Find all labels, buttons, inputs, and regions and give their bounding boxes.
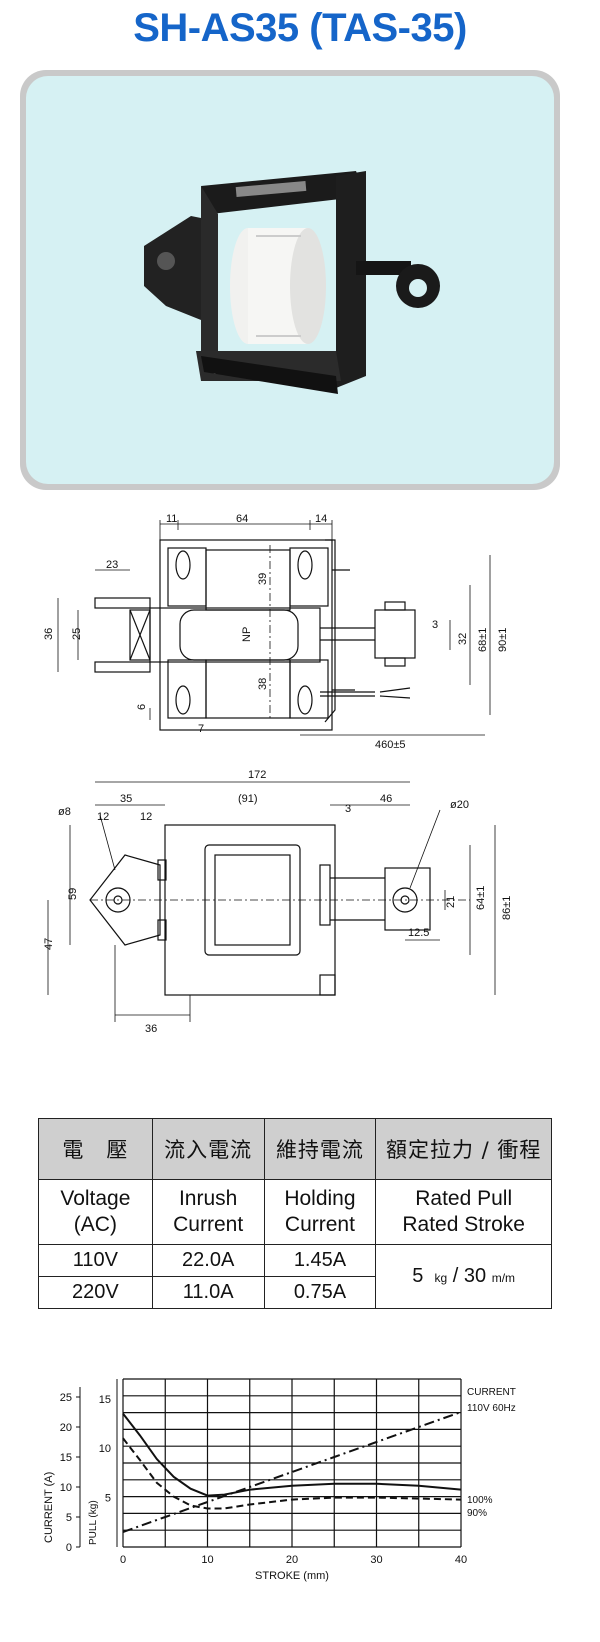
current-tick-label: 20: [60, 1422, 72, 1434]
dim-46: 46: [380, 793, 392, 805]
top-view-drawing: 11 64 14 23 36 25 39 38 NP 3 32 68±1 90±…: [43, 513, 509, 750]
dim-59: 59: [67, 888, 79, 900]
pull-axis-label: PULL (kg): [88, 1500, 99, 1545]
dim-35: 35: [120, 793, 132, 805]
dim-phi8: ø8: [58, 806, 71, 818]
dim-64-side: 64±1: [475, 886, 487, 910]
dim-38: 38: [257, 678, 269, 690]
dim-68: 68±1: [477, 628, 489, 652]
table-row: 110V 22.0A 1.45A 5 kg / 30 m/m: [38, 1244, 552, 1309]
dim-25: 25: [71, 628, 83, 640]
cell-holding: 0.75A: [263, 1276, 377, 1309]
dim-39: 39: [257, 573, 269, 585]
cell-voltage: 220V: [38, 1276, 153, 1309]
dim-47: 47: [43, 938, 55, 950]
dim-12-5: 12.5: [408, 927, 429, 939]
legend-label: 110V 60Hz: [467, 1403, 516, 1414]
solenoid-photo-image: [144, 171, 440, 394]
spec-table: 電 壓 流入電流 維持電流 額定拉力 / 衝程 Voltage(AC) Inru…: [38, 1118, 552, 1309]
dim-12-right: 12: [140, 811, 152, 823]
dim-460: 460±5: [375, 739, 406, 750]
x-tick-label: 10: [201, 1554, 213, 1566]
dim-32: 32: [457, 633, 469, 645]
dim-91: (91): [238, 793, 258, 805]
cell-voltage: 110V: [38, 1244, 153, 1277]
current-tick-label: 25: [60, 1392, 72, 1404]
dim-6: 6: [136, 704, 148, 710]
header-inrush-cn: 流入電流: [151, 1118, 265, 1180]
chart-grid: [76, 1378, 462, 1548]
dim-23: 23: [106, 559, 118, 571]
dim-36-side: 36: [145, 1023, 157, 1035]
pull-tick-label: 5: [105, 1493, 111, 1505]
current-tick-label: 10: [60, 1482, 72, 1494]
product-photo-frame: [20, 70, 560, 490]
side-view-drawing: 172 35 (91) 46 ø8 12 12 3 ø20 59 47 21 6…: [43, 769, 513, 1035]
current-axis-label: CURRENT (A): [43, 1472, 55, 1543]
x-tick-label: 0: [120, 1554, 126, 1566]
pull-tick-label: 10: [99, 1443, 111, 1455]
dim-14: 14: [315, 513, 327, 525]
x-axis-label: STROKE (mm): [255, 1570, 329, 1582]
dim-90: 90±1: [497, 628, 509, 652]
legend-label: CURRENT: [467, 1387, 516, 1398]
x-tick-label: 30: [370, 1554, 382, 1566]
dim-21: 21: [445, 896, 457, 908]
current-tick-label: 5: [66, 1512, 72, 1524]
x-tick-label: 40: [455, 1554, 467, 1566]
current-tick-label: 0: [66, 1542, 72, 1554]
dim-11: 11: [166, 513, 177, 525]
table-row: 220V 11.0A 0.75A: [38, 1276, 552, 1309]
cell-holding: 1.45A: [263, 1244, 377, 1277]
dim-3: 3: [432, 619, 438, 631]
cell-inrush: 22.0A: [151, 1244, 265, 1277]
dim-36: 36: [43, 628, 55, 640]
dim-172: 172: [248, 769, 266, 781]
legend-label: 90%: [467, 1508, 487, 1519]
product-photo: [26, 76, 554, 484]
dim-7: 7: [198, 723, 204, 735]
product-title: SH-AS35 (TAS-35): [133, 6, 467, 50]
table-header-cn: 電 壓 流入電流 維持電流 額定拉力 / 衝程: [38, 1118, 552, 1180]
current-tick-label: 15: [60, 1452, 72, 1464]
series-line: [122, 1437, 462, 1510]
header-voltage-en: Voltage(AC): [38, 1179, 153, 1245]
header-holding-cn: 維持電流: [263, 1118, 377, 1180]
x-tick-label: 20: [286, 1554, 298, 1566]
dim-phi20: ø20: [450, 799, 469, 811]
cell-inrush: 11.0A: [151, 1276, 265, 1309]
dim-64: 64: [236, 513, 248, 525]
series-line: [122, 1412, 462, 1497]
chart-series: [122, 1411, 462, 1533]
label-np: NP: [241, 627, 253, 642]
cell-rated: 5 kg / 30 m/m: [375, 1244, 552, 1309]
header-rated-cn: 額定拉力 / 衝程: [375, 1118, 552, 1180]
dim-3-side: 3: [345, 803, 351, 815]
dim-12-left: 12: [97, 811, 109, 823]
pull-tick-label: 15: [99, 1394, 111, 1406]
dim-86: 86±1: [501, 896, 513, 920]
header-voltage-cn: 電 壓: [38, 1118, 153, 1180]
legend-label: 100%: [467, 1495, 493, 1506]
